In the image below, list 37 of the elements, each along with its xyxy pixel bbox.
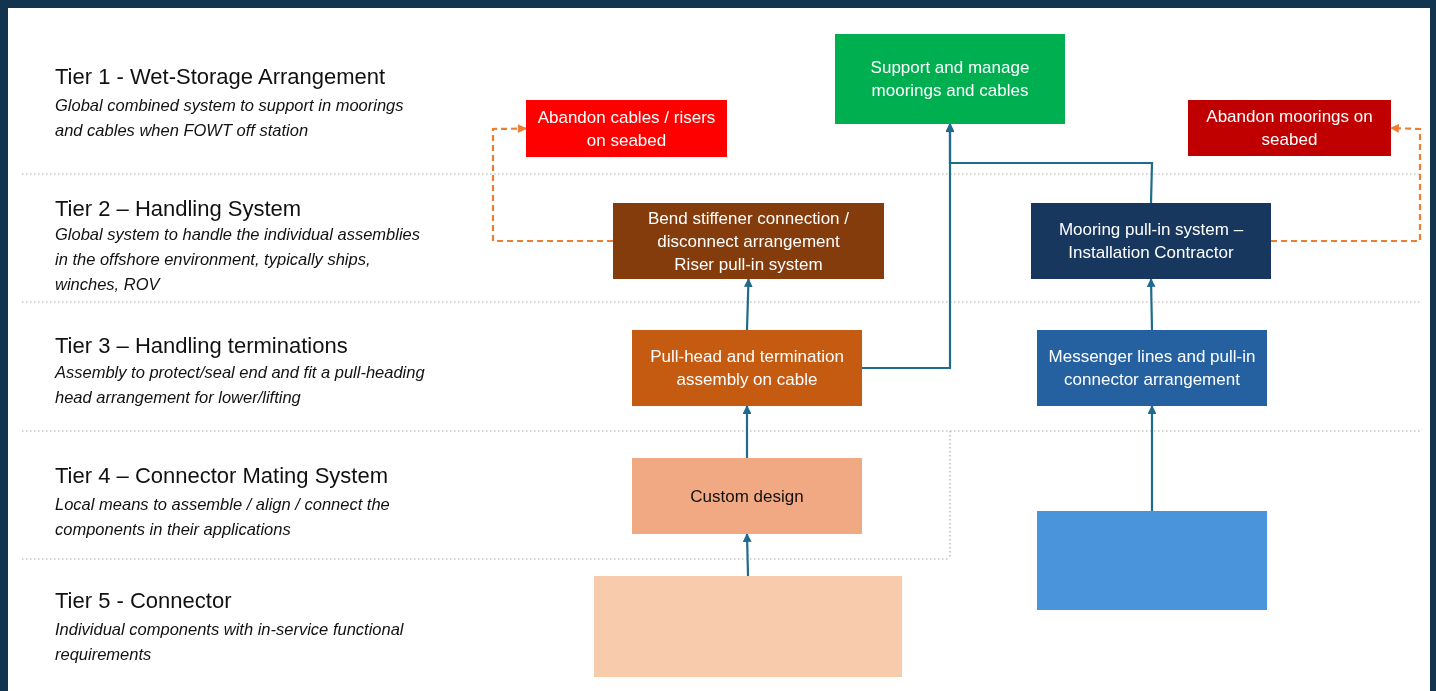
node-text: Abandon moorings on seabed xyxy=(1205,106,1374,151)
tier-description: Global system to handle the individual assemblies in the offshore environment, typically ships, winches, ROV xyxy=(55,224,422,295)
tier-heading: Tier 1 - Wet-Storage Arrangement xyxy=(55,64,387,90)
node-text: Custom design xyxy=(690,485,804,508)
tier-heading: Tier 4 – Connector Mating System xyxy=(55,463,389,489)
tier-description: Individual components with in-service functional requirements xyxy=(55,619,405,665)
empty-box xyxy=(594,576,902,677)
process-box xyxy=(526,100,727,157)
process-box xyxy=(1031,203,1271,279)
node-text: Support and manage moorings and cables xyxy=(869,57,1031,102)
tier-description: Global combined system to support in moorings and cables when FOWT off station xyxy=(55,95,405,141)
process-box xyxy=(1037,330,1267,406)
node-text: Abandon cables / risers on seabed xyxy=(536,106,717,152)
arrow xyxy=(1146,278,1156,331)
node-text: Riser pull-in system xyxy=(674,253,823,276)
arrow xyxy=(742,533,752,577)
process-box xyxy=(632,458,862,534)
dashed-arrow xyxy=(491,124,613,243)
arrow xyxy=(1147,405,1157,511)
node-text: Mooring pull-in system – Installation Contractor xyxy=(1057,219,1245,264)
dashed-arrow xyxy=(1271,123,1422,243)
arrow xyxy=(945,123,1154,204)
node-text: Messenger lines and pull-in connector arrangement xyxy=(1047,346,1257,391)
tier-description: Assembly to protect/seal end and fit a pull-heading head arrangement for lower/lifting xyxy=(55,362,426,408)
arrow xyxy=(743,278,753,331)
process-box xyxy=(632,330,862,406)
tier-description: Local means to assemble / align / connect the components in their applications xyxy=(55,494,391,540)
process-box xyxy=(613,203,884,279)
node-text: Bend stiffener connection / disconnect arrangement xyxy=(647,207,850,253)
arrow xyxy=(742,405,752,458)
tier-heading: Tier 5 - Connector xyxy=(55,588,233,614)
process-box xyxy=(1188,100,1391,156)
process-box xyxy=(835,34,1065,124)
empty-box xyxy=(1037,511,1267,610)
node-text: Pull-head and termination assembly on cable xyxy=(649,346,845,391)
tier-heading: Tier 2 – Handling System xyxy=(55,196,303,222)
tier-heading: Tier 3 – Handling terminations xyxy=(55,333,349,359)
